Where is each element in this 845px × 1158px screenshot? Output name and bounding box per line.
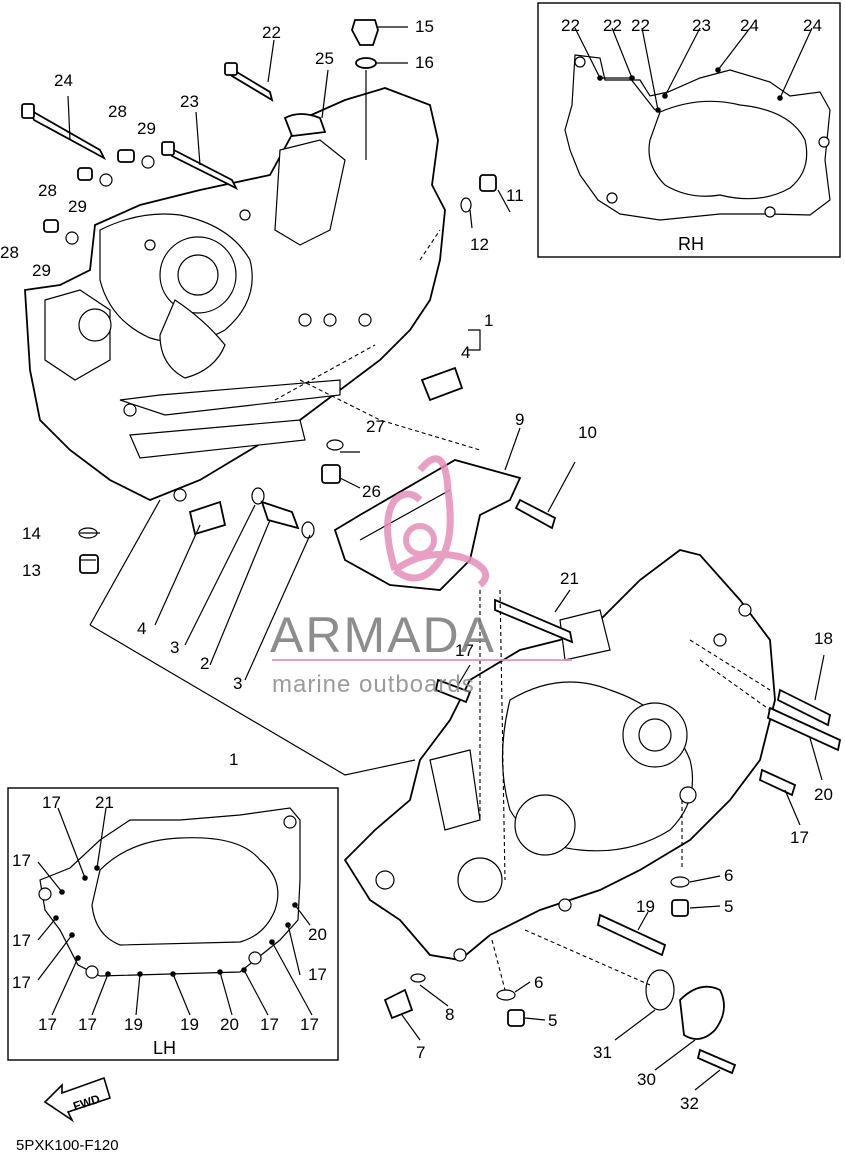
rh-label-0: 22 <box>561 16 580 35</box>
callout-40: 30 <box>637 1070 656 1089</box>
callout-17: 27 <box>366 417 385 436</box>
callout-12: 28 <box>0 243 19 262</box>
callout-38: 7 <box>416 1043 425 1062</box>
rh-leader-24b <box>779 27 813 99</box>
callout-6: 29 <box>137 119 156 138</box>
fwd-arrow-icon: FWD <box>43 1076 111 1123</box>
lh-label-9: 19 <box>124 1015 143 1034</box>
left-crankcase-half <box>24 87 446 502</box>
rh-label-3: 23 <box>692 16 711 35</box>
rh-label-2: 22 <box>631 16 650 35</box>
callout-18: 26 <box>362 482 381 501</box>
callout-37: 8 <box>445 1005 454 1024</box>
rh-label-4: 24 <box>740 16 759 35</box>
callout-36: 5 <box>548 1011 557 1030</box>
callout-34: 19 <box>636 897 655 916</box>
callout-3: 24 <box>54 71 73 90</box>
callout-35: 6 <box>534 973 543 992</box>
callout-27: 21 <box>560 569 579 588</box>
callout-15: 4 <box>461 343 470 362</box>
callout-8: 28 <box>38 181 57 200</box>
armada-logo-icon <box>384 455 490 588</box>
lh-label-4: 17 <box>12 973 31 992</box>
watermark-tagline: marine outboards <box>272 671 475 698</box>
rh-leader-22a <box>574 27 656 111</box>
callout-0: 22 <box>262 23 281 42</box>
callout-25: 3 <box>233 674 242 693</box>
diagram-code: 5PXK100-F120 <box>16 1137 119 1153</box>
callout-20: 14 <box>22 524 41 543</box>
callout-13: 29 <box>32 261 51 280</box>
callout-4: 25 <box>315 49 334 68</box>
callout-7: 23 <box>180 92 199 111</box>
rh-leader-23 <box>664 27 701 97</box>
lh-label-8: 17 <box>78 1015 97 1034</box>
lh-label-12: 17 <box>260 1015 279 1034</box>
callout-labels: 22 15 16 24 25 28 29 23 28 29 11 12 28 2… <box>0 17 833 1113</box>
callout-32: 6 <box>724 866 733 885</box>
callout-29: 18 <box>814 629 833 648</box>
lh-label-3: 17 <box>12 931 31 950</box>
callout-28: 17 <box>455 641 474 660</box>
callout-14: 1 <box>484 311 493 330</box>
lh-label-1: 21 <box>95 793 114 812</box>
rh-leader-22b <box>611 27 633 79</box>
callout-33: 5 <box>724 897 733 916</box>
callout-21: 13 <box>22 561 41 580</box>
callout-2: 16 <box>415 53 434 72</box>
lh-inset: 17 21 17 17 17 20 17 17 17 19 19 20 17 1… <box>7 787 339 1061</box>
rh-label-1: 22 <box>603 16 622 35</box>
callout-9: 29 <box>68 197 87 216</box>
callout-22: 4 <box>137 619 146 638</box>
rh-leader-24a <box>717 27 751 71</box>
callout-11: 12 <box>470 235 489 254</box>
callout-10: 11 <box>506 186 524 205</box>
callout-30: 20 <box>814 785 833 804</box>
callout-19: 10 <box>578 423 597 442</box>
lh-label-5: 20 <box>308 925 327 944</box>
callout-41: 32 <box>680 1094 699 1113</box>
lh-label-13: 17 <box>300 1015 319 1034</box>
watermark: ARMADA marine outboards <box>270 455 572 698</box>
rh-leader-22c <box>641 27 659 111</box>
watermark-brand: ARMADA <box>270 607 496 663</box>
lh-inset-title: LH <box>153 1038 176 1058</box>
rh-inset-title: RH <box>678 234 704 254</box>
lh-label-6: 17 <box>308 965 327 984</box>
lh-label-7: 17 <box>38 1015 57 1034</box>
callout-31: 17 <box>790 828 809 847</box>
rh-inset: 22 22 22 23 24 24 RH <box>537 2 841 258</box>
lh-label-10: 19 <box>180 1015 199 1034</box>
leader-lines <box>67 26 825 1091</box>
lh-label-0: 17 <box>42 793 61 812</box>
right-crankcase-half <box>343 549 776 962</box>
rh-label-5: 24 <box>803 16 822 35</box>
lh-crankcase-cavity <box>91 837 279 946</box>
callout-1: 15 <box>415 17 434 36</box>
callout-26: 1 <box>229 750 238 769</box>
lh-label-2: 17 <box>12 851 31 870</box>
callout-5: 28 <box>108 102 127 121</box>
callout-16: 9 <box>515 410 524 429</box>
rh-crankcase-cavity <box>648 100 808 200</box>
lh-label-11: 20 <box>220 1015 239 1034</box>
callout-39: 31 <box>593 1043 612 1062</box>
callout-24: 2 <box>200 654 209 673</box>
callout-23: 3 <box>170 638 179 657</box>
